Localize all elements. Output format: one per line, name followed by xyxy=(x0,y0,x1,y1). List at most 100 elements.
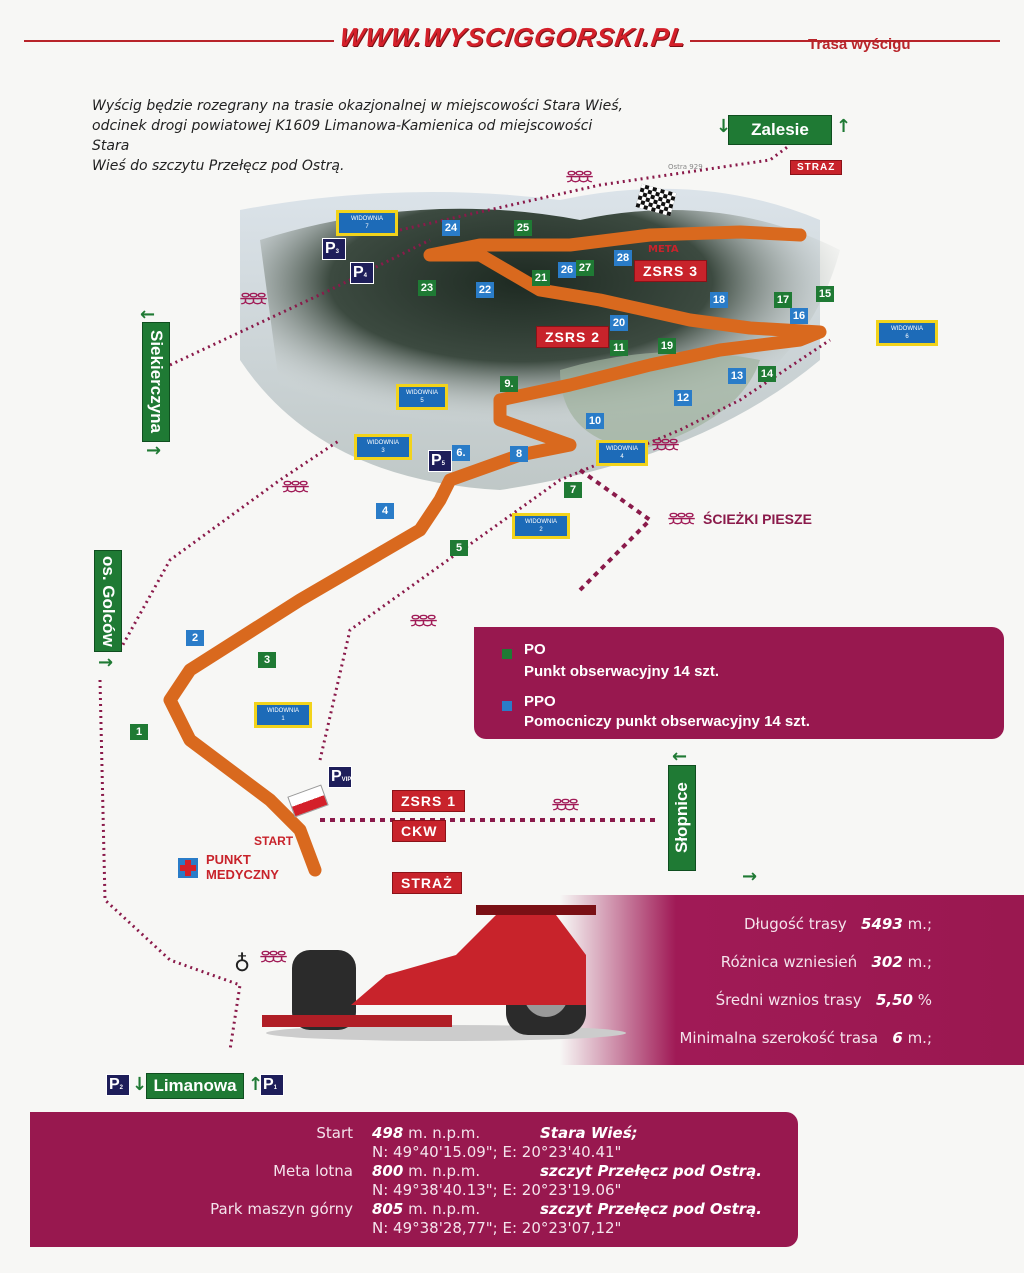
intro-line-1: Wyścig będzie rozegrany na trasie okazjo… xyxy=(92,98,624,114)
walkers-icon: 웃웃웃 xyxy=(410,614,437,628)
po-marker-11: 11 xyxy=(610,340,628,356)
locations-panel: Start 498 m. n.p.m. Stara Wieś; N: 49°40… xyxy=(30,1112,798,1247)
po-marker-27: 27 xyxy=(576,260,594,276)
ppo-flag-icon xyxy=(502,701,512,711)
po-marker-9: 9. xyxy=(500,376,518,392)
arrow-up-icon: ↑ xyxy=(836,116,852,137)
church-icon: ♁ xyxy=(234,952,251,977)
legend-panel: PO Punkt obserwacyjny 14 szt. PPO Pomocn… xyxy=(474,627,1004,739)
po-marker-5: 5 xyxy=(450,540,468,556)
po-marker-3: 3 xyxy=(258,652,276,668)
race-car-image xyxy=(262,905,626,1041)
legend-ppo-desc: Pomocniczy punkt obserwacyjny 14 szt. xyxy=(524,713,810,730)
road-sign-golcow: os. Golców xyxy=(94,550,122,652)
label-straz-top: STRAZ xyxy=(790,160,843,175)
label-start: START xyxy=(254,834,294,848)
parking-vip: PVIP xyxy=(328,766,352,788)
stats-panel: Długość trasy 5493 m.; Różnica wzniesień… xyxy=(560,895,1024,1065)
label-zsrs3: ZSRS 3 xyxy=(634,260,708,282)
po-flag-icon xyxy=(502,649,512,659)
walkers-icon: 웃웃웃 xyxy=(552,798,579,812)
ppo-marker-2: 2 xyxy=(186,630,204,646)
location-label: Meta lotna xyxy=(273,1162,353,1180)
road-sign-siekierczyna-label: Siekierczyna xyxy=(147,330,166,434)
arrow-left-icon: ← xyxy=(140,304,156,325)
footpath-siekierczyna xyxy=(169,238,431,367)
peak-label: Ostra 929 xyxy=(668,163,703,171)
track-path xyxy=(163,225,827,877)
footpath-zalesie xyxy=(399,143,791,232)
footpaths-legend-label: ŚCIEŻKI PIESZE xyxy=(703,511,812,527)
po-marker-21: 21 xyxy=(532,270,550,286)
road-sign-limanowa: Limanowa xyxy=(146,1073,244,1099)
ppo-marker-10: 10 xyxy=(586,413,604,429)
ppo-marker-26: 26 xyxy=(558,262,576,278)
footpath-golcow xyxy=(118,438,341,651)
location-label: Start xyxy=(316,1124,353,1142)
label-straz-bottom: STRAŻ xyxy=(392,872,462,894)
parking-p2: P2 xyxy=(106,1074,130,1096)
label-medical: PUNKT MEDYCZNY xyxy=(206,852,279,882)
location-place: szczyt Przełęcz pod Ostrą. xyxy=(540,1200,762,1218)
intro-text: Wyścig będzie rozegrany na trasie okazjo… xyxy=(92,96,632,176)
stat-row: Średni wznios trasy 5,50 % xyxy=(715,991,932,1009)
location-coords: N: 49°40'15.09"; E: 20°23'40.41" xyxy=(372,1143,622,1161)
ppo-marker-16: 16 xyxy=(790,308,808,324)
label-medical-line1: PUNKT xyxy=(206,852,251,867)
arrow-left-icon: ← xyxy=(672,746,688,767)
ppo-marker-20: 20 xyxy=(610,315,628,331)
road-sign-slopnice-label: Słopnice xyxy=(672,782,691,854)
po-marker-17: 17 xyxy=(774,292,792,308)
arrow-down-icon: ↓ xyxy=(132,1074,148,1095)
label-meta: META xyxy=(648,244,679,255)
ppo-marker-6: 6. xyxy=(452,445,470,461)
arrow-up-icon: ↑ xyxy=(248,1074,264,1095)
walkers-icon: 웃웃웃 xyxy=(240,292,267,306)
location-coords: N: 49°38'40.13"; E: 20°23'19.06" xyxy=(372,1181,622,1199)
walkers-icon: 웃웃웃 xyxy=(282,480,309,494)
legend-po-desc: Punkt obserwacyjny 14 szt. xyxy=(524,663,720,680)
footpath-sciezki xyxy=(578,468,654,592)
label-ckw: CKW xyxy=(392,820,447,842)
road-sign-siekierczyna: Siekierczyna xyxy=(142,322,170,442)
location-coords: N: 49°38'28,77"; E: 20°23'07,12" xyxy=(372,1219,622,1237)
arrow-right-icon: → xyxy=(146,440,162,461)
location-place: szczyt Przełęcz pod Ostrą. xyxy=(540,1162,762,1180)
po-marker-19: 19 xyxy=(658,338,676,354)
location-altitude: 805 m. n.p.m. xyxy=(372,1200,481,1218)
road-sign-zalesie: Zalesie xyxy=(728,115,832,145)
ppo-marker-12: 12 xyxy=(674,390,692,406)
parking-p3: P3 xyxy=(322,238,346,260)
po-marker-1: 1 xyxy=(130,724,148,740)
po-marker-7: 7 xyxy=(564,482,582,498)
ppo-marker-28: 28 xyxy=(614,250,632,266)
ppo-marker-18: 18 xyxy=(710,292,728,308)
legend-po-code: PO xyxy=(524,641,546,658)
walkers-icon: 웃웃웃 xyxy=(260,950,287,964)
location-altitude: 800 m. n.p.m. xyxy=(372,1162,481,1180)
legend-ppo-code: PPO xyxy=(524,693,556,710)
stat-row: Długość trasy 5493 m.; xyxy=(743,915,932,933)
walkers-icon: 웃웃웃 xyxy=(652,438,679,452)
location-altitude: 498 m. n.p.m. xyxy=(372,1124,481,1142)
parking-p1: P1 xyxy=(260,1074,284,1096)
header-rule-right xyxy=(690,40,1000,42)
medical-cross-icon xyxy=(178,858,198,878)
ppo-marker-8: 8 xyxy=(510,446,528,462)
parking-p5: P5 xyxy=(428,450,452,472)
location-label: Park maszyn górny xyxy=(210,1200,353,1218)
label-zsrs2: ZSRS 2 xyxy=(536,326,610,348)
ppo-marker-24: 24 xyxy=(442,220,460,236)
stat-row: Różnica wzniesień 302 m.; xyxy=(720,953,932,971)
location-place: Stara Wieś; xyxy=(540,1124,638,1142)
road-sign-slopnice: Słopnice xyxy=(668,765,696,871)
walkers-legend-icon: 웃웃웃 xyxy=(668,512,695,526)
ppo-marker-13: 13 xyxy=(728,368,746,384)
arrow-right-icon: → xyxy=(98,652,114,673)
parking-p4: P4 xyxy=(350,262,374,284)
